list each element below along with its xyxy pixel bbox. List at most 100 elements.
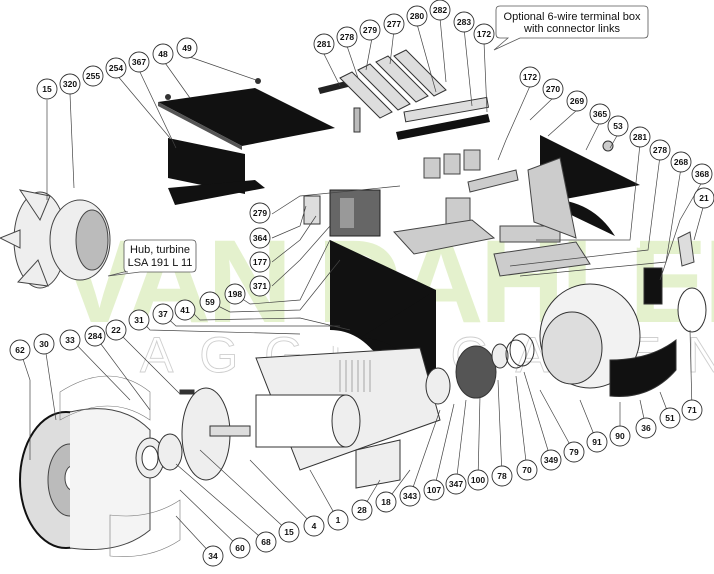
- balloon-circle: [649, 139, 671, 161]
- part-balloon-48: 48: [152, 43, 174, 65]
- part-balloon-1: 1: [327, 509, 349, 531]
- part-number-label: 15: [42, 84, 52, 94]
- balloon-circle: [59, 329, 81, 351]
- callout-hub-turbine-line1: Hub, turbine: [130, 244, 190, 256]
- part-balloon-30: 30: [33, 333, 55, 355]
- balloon-circle: [128, 51, 150, 73]
- balloon-circle: [473, 23, 495, 45]
- part-number-label: 59: [205, 297, 215, 307]
- part-balloon-284: 284: [84, 325, 106, 347]
- callout-terminal-box-line1: Optional 6-wire terminal box: [504, 11, 641, 23]
- part-number-label: 34: [208, 551, 218, 561]
- part-number-label: 371: [253, 281, 267, 291]
- part-number-label: 172: [523, 72, 537, 82]
- balloon-circle: [229, 537, 251, 559]
- part-balloon-31: 31: [128, 309, 150, 331]
- balloon-circle: [563, 441, 585, 463]
- part-balloon-37: 37: [152, 303, 174, 325]
- balloon-circle: [659, 407, 681, 429]
- part-balloon-268: 268: [670, 151, 692, 173]
- part-number-label: 279: [363, 25, 377, 35]
- part-number-label: 364: [253, 233, 267, 243]
- balloon-circle: [629, 126, 651, 148]
- balloon-circle: [467, 469, 489, 491]
- part-number-label: 349: [544, 455, 558, 465]
- balloon-circle: [152, 303, 174, 325]
- part-number-label: 4: [312, 521, 317, 531]
- leader-lines: [19, 17, 705, 557]
- part-balloon-22: 22: [105, 319, 127, 341]
- part-balloon-33: 33: [59, 329, 81, 351]
- part-balloon-280: 280: [406, 5, 428, 27]
- balloon-circle: [635, 417, 657, 439]
- part-balloon-41: 41: [174, 299, 196, 321]
- balloon-circle: [224, 283, 246, 305]
- balloon-circle: [82, 65, 104, 87]
- bearing-and-hub: [135, 387, 251, 481]
- part-balloon-51: 51: [659, 407, 681, 429]
- balloon-circle: [84, 325, 106, 347]
- balloon-circle: [351, 499, 373, 521]
- rear-plate: [527, 135, 695, 267]
- balloon-circle: [249, 227, 271, 249]
- part-number-label: 283: [457, 17, 471, 27]
- part-number-label: 71: [687, 405, 697, 415]
- balloon-circle: [255, 531, 277, 553]
- balloon-circle: [59, 73, 81, 95]
- part-balloon-278: 278: [649, 139, 671, 161]
- part-balloon-172: 172: [473, 23, 495, 45]
- callout-hub-turbine-line2: LSA 191 L 11: [128, 257, 193, 269]
- part-balloon-281: 281: [313, 33, 335, 55]
- part-balloon-343: 343: [399, 485, 421, 507]
- balloon-circle: [540, 449, 562, 471]
- part-number-label: 33: [65, 335, 75, 345]
- rotor-stator-housing: [255, 347, 441, 489]
- part-balloon-79: 79: [563, 441, 585, 463]
- callout-terminal-box-line2: with connector links: [523, 23, 620, 35]
- part-number-label: 100: [471, 475, 485, 485]
- part-number-label: 279: [253, 208, 267, 218]
- part-number-label: 277: [387, 19, 401, 29]
- part-balloon-368: 368: [691, 163, 713, 185]
- exciter-parts: [425, 333, 535, 405]
- balloon-circle: [174, 299, 196, 321]
- balloon-circle: [375, 491, 397, 513]
- part-balloon-34: 34: [202, 545, 224, 567]
- balloon-circle: [586, 431, 608, 453]
- part-number-label: 278: [340, 32, 354, 42]
- part-number-label: 172: [477, 29, 491, 39]
- part-number-label: 70: [522, 465, 532, 475]
- part-number-label: 36: [641, 423, 651, 433]
- part-balloon-100: 100: [467, 469, 489, 491]
- part-number-label: 198: [228, 289, 242, 299]
- part-number-label: 22: [111, 325, 121, 335]
- part-number-label: 320: [63, 79, 77, 89]
- balloon-circle: [399, 485, 421, 507]
- balloon-circle: [202, 545, 224, 567]
- part-number-label: 53: [613, 121, 623, 131]
- balloon-circle: [383, 13, 405, 35]
- part-number-label: 268: [674, 157, 688, 167]
- balloon-circle: [453, 11, 475, 33]
- part-balloon-270: 270: [542, 78, 564, 100]
- part-number-label: 48: [158, 49, 168, 59]
- balloon-circle: [681, 399, 703, 421]
- part-number-label: 255: [86, 71, 100, 81]
- part-number-label: 368: [695, 169, 709, 179]
- part-number-label: 79: [569, 447, 579, 457]
- part-number-label: 30: [39, 339, 49, 349]
- balloon-circle: [152, 43, 174, 65]
- balloon-circle: [589, 103, 611, 125]
- part-balloon-15: 15: [36, 78, 58, 100]
- terminal-brackets: [393, 149, 591, 277]
- balloon-circle: [176, 37, 198, 59]
- part-number-label: 278: [653, 145, 667, 155]
- part-number-label: 68: [261, 537, 271, 547]
- balloon-circle: [607, 115, 629, 137]
- balloon-circle: [406, 5, 428, 27]
- part-balloon-320: 320: [59, 73, 81, 95]
- part-balloon-53: 53: [607, 115, 629, 137]
- part-number-label: 280: [410, 11, 424, 21]
- fan-turbine: [0, 189, 111, 289]
- part-number-label: 15: [284, 527, 294, 537]
